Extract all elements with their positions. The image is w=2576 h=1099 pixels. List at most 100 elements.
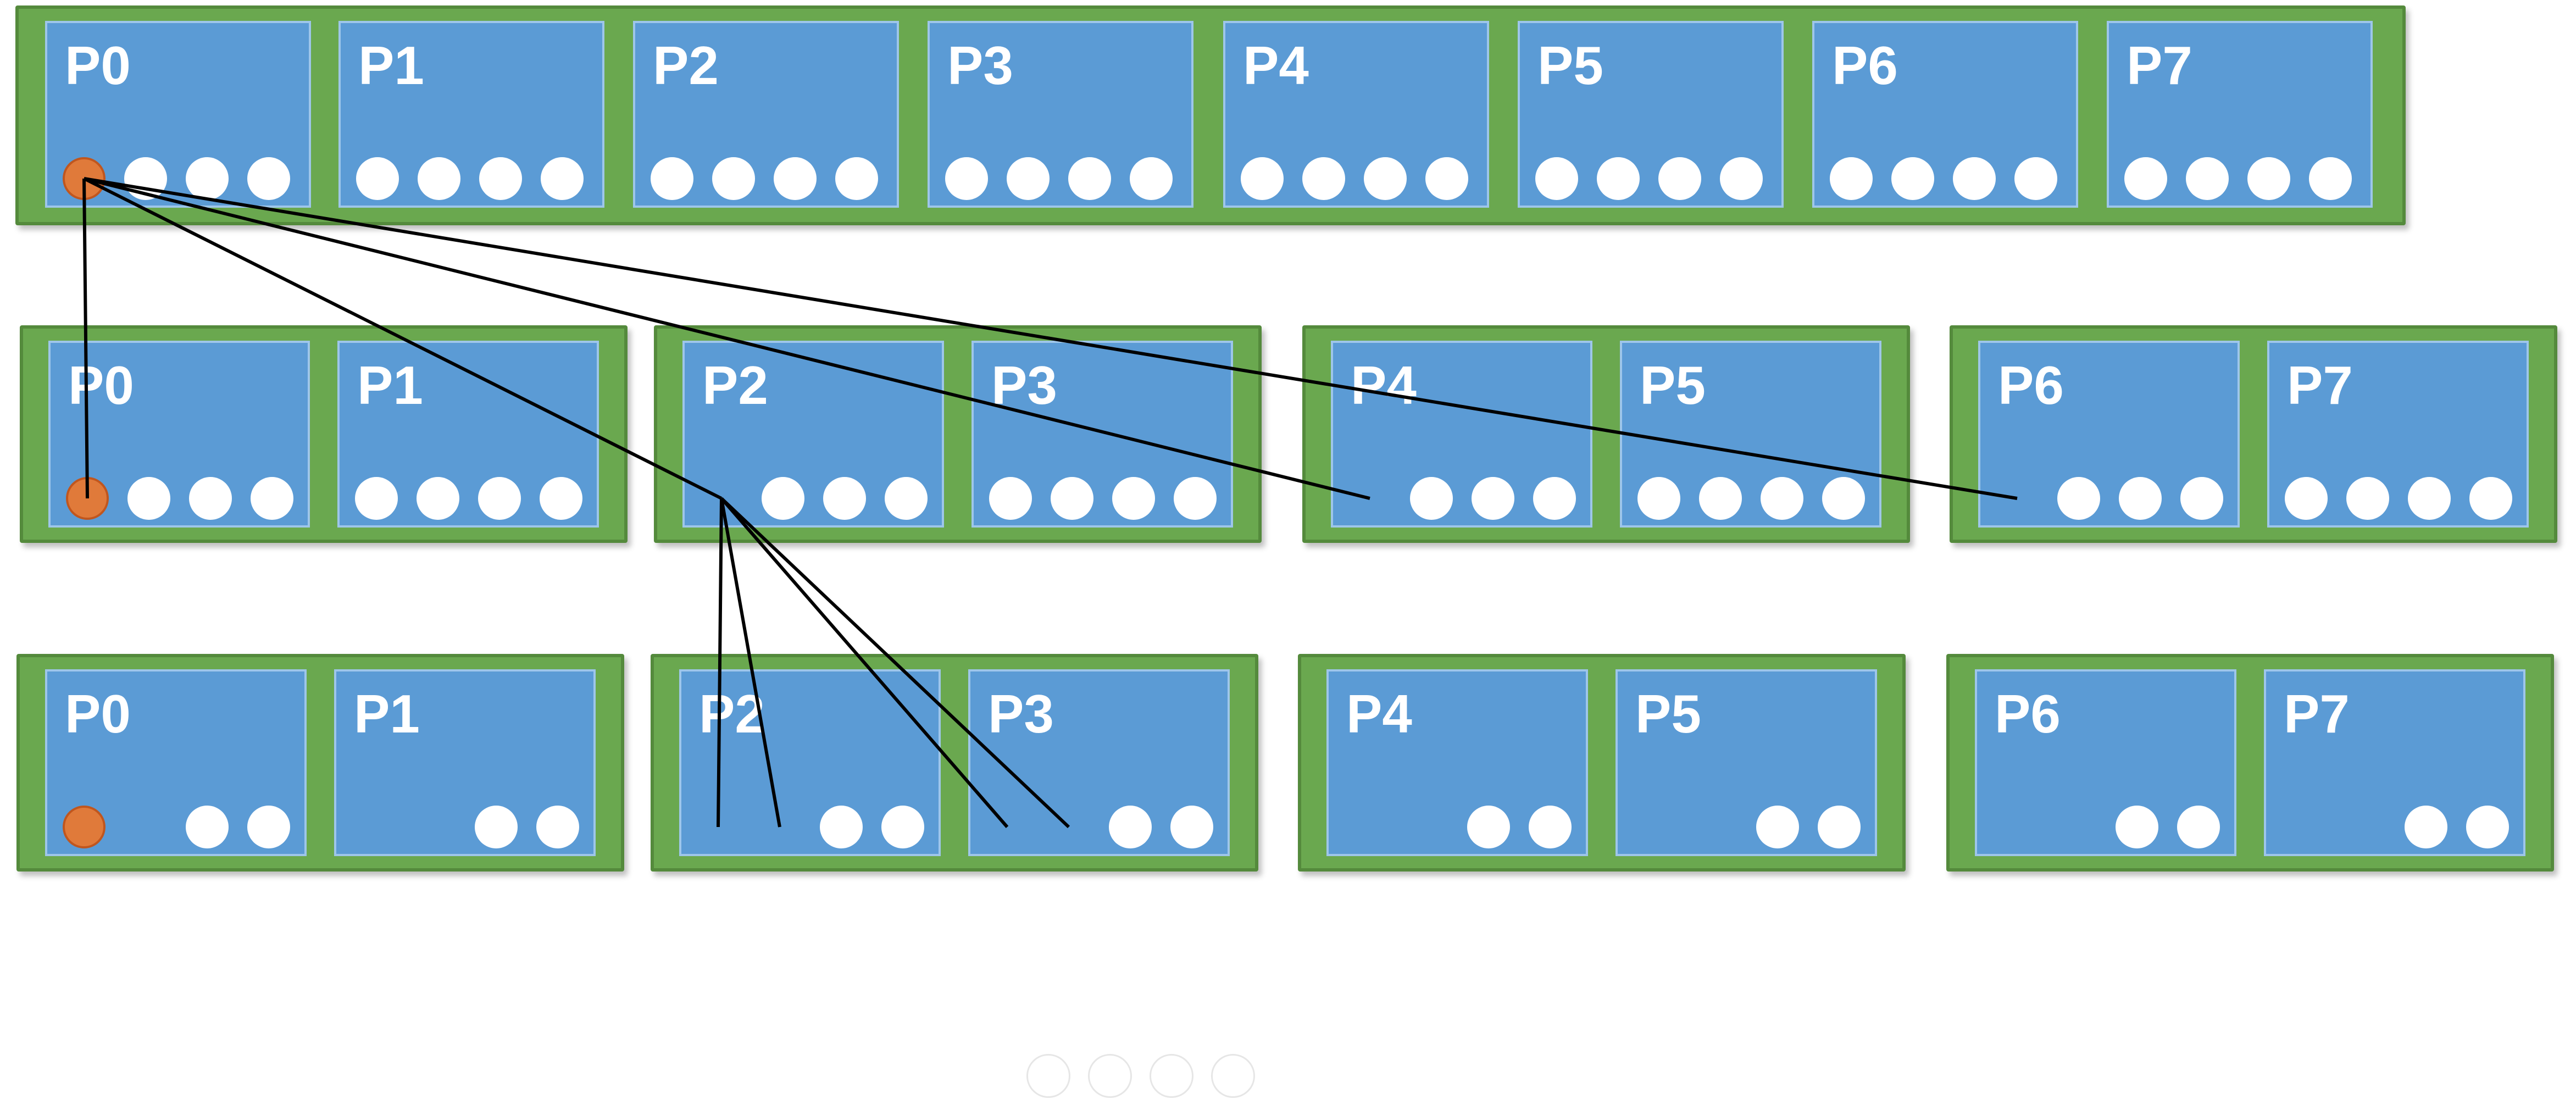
slot-received [352, 806, 395, 848]
slot-received [1406, 806, 1448, 848]
slot-received [1047, 806, 1090, 848]
pager-dot[interactable] [1026, 1054, 1070, 1098]
slot-empty [1112, 477, 1155, 520]
slot-empty [251, 477, 293, 520]
slot-empty [2057, 477, 2100, 520]
process-label: P7 [2287, 355, 2353, 415]
slot-empty [2405, 806, 2447, 848]
slot-empty [2309, 157, 2352, 200]
slot-empty [1241, 157, 1284, 200]
slot-received [2343, 806, 2386, 848]
process-box-p6: P6 [1975, 669, 2236, 856]
process-label: P5 [1635, 684, 1701, 744]
process-box-p5: P5 [1518, 21, 1784, 208]
slot-empty [2469, 477, 2512, 520]
process-box-p7: P7 [2264, 669, 2525, 856]
process-label: P6 [1995, 684, 2061, 744]
slot-empty [2116, 806, 2158, 848]
slot-received [1348, 477, 1391, 520]
slot-empty [418, 157, 460, 200]
slot-empty [1658, 157, 1701, 200]
process-label: P3 [947, 35, 1013, 96]
slot-received [1996, 477, 2039, 520]
slot-empty [124, 157, 167, 200]
process-label: P3 [991, 355, 1057, 415]
slot-empty [189, 477, 232, 520]
slot-root [63, 806, 106, 848]
process-label: P5 [1537, 35, 1603, 96]
slot-empty [989, 477, 1032, 520]
pager-dot[interactable] [1088, 1054, 1132, 1098]
process-box-p2: P2 [679, 669, 941, 856]
slot-received [1992, 806, 2035, 848]
process-label: P1 [357, 355, 423, 415]
slot-empty [186, 157, 229, 200]
slot-empty [820, 806, 863, 848]
slot-empty [1174, 477, 1217, 520]
process-label: P6 [1832, 35, 1898, 96]
pager-dot[interactable] [1211, 1054, 1255, 1098]
slot-empty [1822, 477, 1865, 520]
slot-empty [1891, 157, 1934, 200]
pager-dot[interactable] [1150, 1054, 1193, 1098]
slot-empty [945, 157, 988, 200]
slot-empty [417, 477, 459, 520]
process-box-p0: P0 [48, 341, 310, 528]
slot-empty [536, 806, 579, 848]
slot-empty [478, 477, 521, 520]
slot-received [1344, 806, 1387, 848]
slot-empty [1425, 157, 1468, 200]
slot-empty [1068, 157, 1111, 200]
slot-received [1633, 806, 1676, 848]
slot-empty [2119, 477, 2162, 520]
slot-empty [881, 806, 924, 848]
slot-empty [1720, 157, 1763, 200]
slot-empty [479, 157, 522, 200]
slot-empty [1535, 157, 1578, 200]
slot-empty [2124, 157, 2167, 200]
slot-empty [885, 477, 928, 520]
process-label: P4 [1346, 684, 1412, 744]
slot-empty [247, 806, 290, 848]
process-box-p4: P4 [1331, 341, 1592, 528]
slot-empty [186, 806, 229, 848]
slot-empty [774, 157, 817, 200]
slot-empty [1818, 806, 1861, 848]
process-box-p0: P0 [45, 21, 311, 208]
process-box-p3: P3 [968, 669, 1230, 856]
process-box-p3: P3 [928, 21, 1193, 208]
slot-empty [1364, 157, 1407, 200]
slot-received [413, 806, 456, 848]
process-box-p5: P5 [1620, 341, 1881, 528]
slot-empty [541, 157, 584, 200]
process-box-p5: P5 [1615, 669, 1877, 856]
slot-empty [835, 157, 878, 200]
slot-empty [1756, 806, 1799, 848]
slot-empty [2408, 477, 2451, 520]
slot-root [66, 477, 109, 520]
slot-received [2054, 806, 2097, 848]
slot-received [758, 806, 801, 848]
slot-empty [1410, 477, 1453, 520]
slot-empty [355, 477, 398, 520]
slot-empty [1467, 806, 1510, 848]
process-box-p7: P7 [2267, 341, 2529, 528]
slot-empty [127, 477, 170, 520]
slot-empty [1533, 477, 1576, 520]
slot-empty [1699, 477, 1742, 520]
process-box-p2: P2 [633, 21, 899, 208]
process-box-p7: P7 [2107, 21, 2373, 208]
slot-empty [1051, 477, 1093, 520]
process-box-p1: P1 [334, 669, 596, 856]
slot-empty [1761, 477, 1803, 520]
slot-received [2281, 806, 2324, 848]
slot-empty [1529, 806, 1572, 848]
process-label: P0 [65, 35, 131, 96]
process-label: P0 [68, 355, 134, 415]
slot-empty [2346, 477, 2389, 520]
process-box-p6: P6 [1812, 21, 2078, 208]
process-label: P4 [1351, 355, 1417, 415]
slot-empty [1472, 477, 1514, 520]
slot-empty [2247, 157, 2290, 200]
